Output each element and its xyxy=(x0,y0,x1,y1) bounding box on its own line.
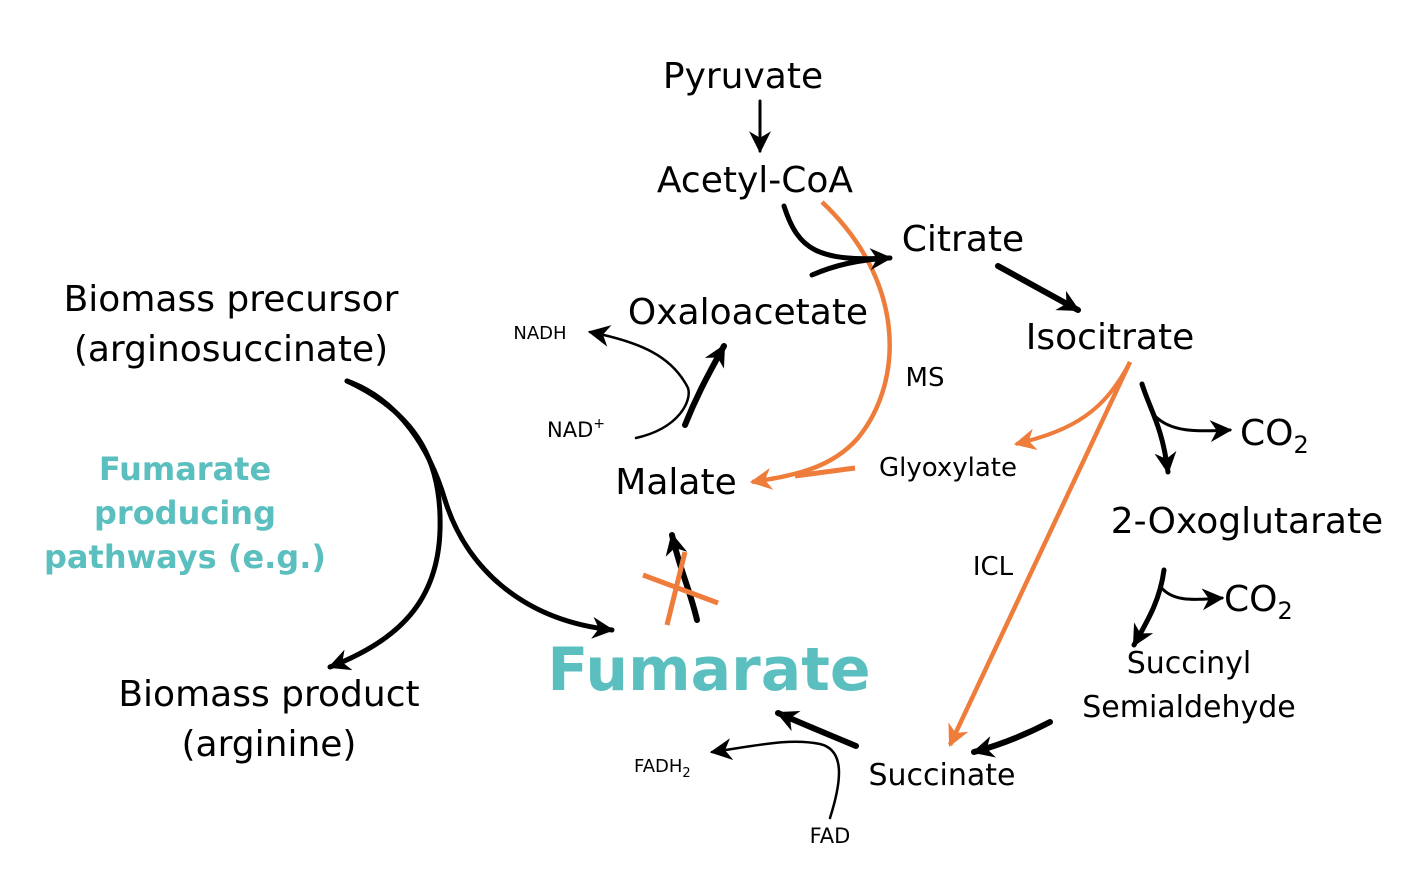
co2-release-arrow-1 xyxy=(1152,413,1233,443)
pyruvate-label: Pyruvate xyxy=(663,56,823,97)
succinate-label: Succinate xyxy=(869,758,1016,793)
nad-to-nadh-arrow xyxy=(587,325,690,440)
icl-enzyme-label: ICL xyxy=(973,552,1014,582)
co2-label-2: CO2 xyxy=(1224,579,1293,625)
nad-label: NAD+ xyxy=(547,416,605,442)
biomass-precursor-label: Biomass precursor xyxy=(64,279,399,320)
fumarate-label: Fumarate xyxy=(547,635,870,705)
pathway-label-line3: pathways (e.g.) xyxy=(44,538,326,576)
fad-to-fadh2-arrow xyxy=(709,738,841,820)
biomass-precursor-sublabel: (arginosuccinate) xyxy=(74,329,388,370)
precursor-to-product-arrow xyxy=(327,378,443,671)
isocitrate-to-oxoglutarate-arrow xyxy=(1139,381,1177,475)
oxaloacetate-to-citrate-arrow xyxy=(809,255,891,278)
blocked-reaction-cross-a xyxy=(642,572,719,606)
blocked-reaction-cross-b xyxy=(664,551,688,626)
icl-arrow xyxy=(947,361,1133,747)
malate-label: Malate xyxy=(615,462,736,503)
glyoxylate-label: Glyoxylate xyxy=(879,453,1017,483)
fumarate-to-malate-arrow xyxy=(665,532,700,623)
biomass-product-sublabel: (arginine) xyxy=(182,724,357,765)
succinyl-label: Succinyl xyxy=(1127,646,1251,681)
ms-enzyme-label: MS xyxy=(906,363,945,393)
succinate-to-fumarate-arrow xyxy=(775,710,859,749)
malate-to-oxaloacetate-arrow xyxy=(682,343,727,428)
acetylcoa-label: Acetyl-CoA xyxy=(657,160,854,201)
fadh2-label: FADH2 xyxy=(634,756,691,781)
ms-shunt-arrow xyxy=(749,200,892,490)
fad-label: FAD xyxy=(810,824,851,848)
isocitrate-label: Isocitrate xyxy=(1026,317,1194,358)
nadh-label: NADH xyxy=(513,323,566,344)
glyoxylate-to-malate-arrow xyxy=(794,465,856,479)
citrate-label: Citrate xyxy=(902,219,1024,260)
co2-label-1: CO2 xyxy=(1240,413,1309,459)
semialdehyde-label: Semialdehyde xyxy=(1082,690,1296,725)
citrate-to-isocitrate-arrow xyxy=(995,263,1081,313)
oxaloacetate-label: Oxaloacetate xyxy=(628,292,868,333)
oxoglutarate-label: 2-Oxoglutarate xyxy=(1111,501,1383,542)
oxoglutarate-to-succinyl-arrow xyxy=(1131,567,1167,648)
succinyl-to-succinate-arrow xyxy=(971,719,1053,758)
pathway-label-line2: producing xyxy=(94,494,276,532)
biomass-product-label: Biomass product xyxy=(118,674,419,715)
acetylcoa-to-citrate-arrow xyxy=(781,203,893,271)
co2-release-arrow-2 xyxy=(1158,584,1225,611)
pathway-label-line1: Fumarate xyxy=(99,450,271,488)
